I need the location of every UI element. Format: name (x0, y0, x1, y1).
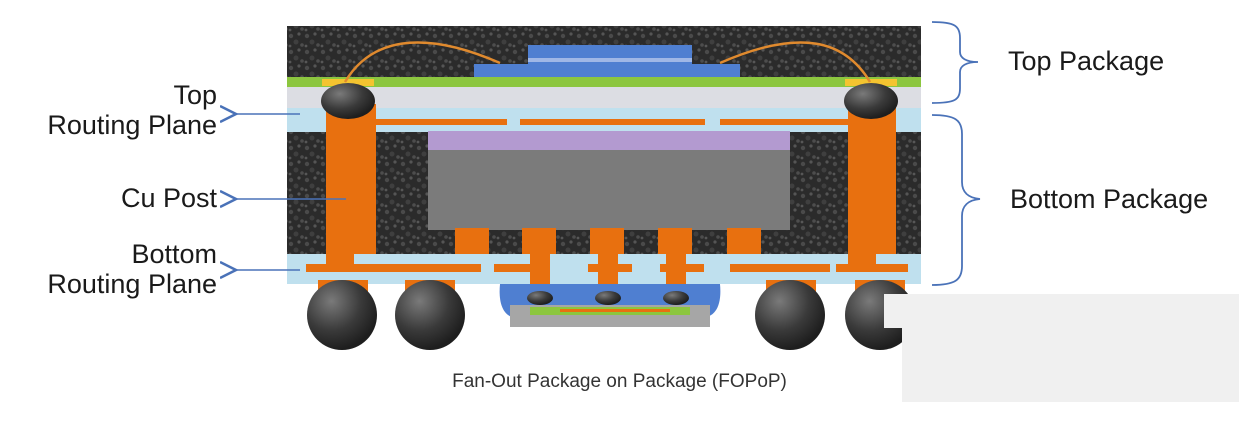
bottom-trace-1 (306, 264, 481, 272)
bond-wire-right (719, 41, 872, 83)
label-top-routing-plane: Top Routing Plane (47, 80, 217, 140)
top-package-substrate (287, 77, 921, 87)
cu-post-right (848, 104, 896, 256)
die-pillar-1 (455, 228, 489, 256)
background-panel-bottom (902, 328, 1239, 402)
bottom-trace-2 (494, 264, 534, 272)
top-package-pad-left (322, 79, 374, 86)
die-pillar-4 (658, 228, 692, 256)
micro-bump-2 (595, 291, 621, 305)
bottom-trace-5 (730, 264, 830, 272)
top-routing-trace-1 (367, 119, 507, 125)
bottom-via-1 (326, 254, 354, 266)
interface-layer (287, 87, 921, 109)
top-die-lower (474, 64, 740, 79)
top-package-pad-right (845, 79, 897, 86)
label-bottom-routing-plane: Bottom Routing Plane (47, 239, 217, 299)
label-cu-post: Cu Post (120, 183, 217, 213)
die-pillar-5 (727, 228, 761, 256)
bottom-die-gray (428, 150, 790, 230)
pop-solder-ball-left (321, 83, 375, 119)
top-die-upper (528, 45, 692, 67)
label-top-package: Top Package (1008, 46, 1165, 76)
brace-bottom-package (931, 114, 981, 286)
bottom-via-2 (848, 254, 876, 266)
label-top-routing-line2: Routing Plane (47, 110, 217, 140)
pop-solder-ball-right (844, 83, 898, 119)
top-die-stripe (528, 58, 692, 62)
top-routing-trace-3 (720, 119, 850, 125)
die-pillar-2 (522, 228, 556, 256)
brace-top-package (931, 21, 979, 104)
background-panel-top (884, 294, 1239, 328)
bond-wire-left (343, 41, 501, 83)
micro-bump-3 (663, 291, 689, 305)
solder-ball-1 (307, 280, 377, 350)
label-bottom-package: Bottom Package (1010, 184, 1209, 214)
top-routing-trace-2 (520, 119, 705, 125)
solder-ball-3 (755, 280, 825, 350)
die-pillar-3 (590, 228, 624, 256)
label-top-routing-line1: Top (173, 80, 217, 110)
micro-bump-1 (527, 291, 553, 305)
diagram-caption: Fan-Out Package on Package (FOPoP) (452, 371, 787, 392)
label-bottom-routing-line2: Routing Plane (47, 269, 217, 299)
bottom-trace-6 (836, 264, 908, 272)
solder-ball-2 (395, 280, 465, 350)
cu-post-left (326, 104, 376, 256)
bottom-die-lavender (428, 131, 790, 151)
label-bottom-routing-line1: Bottom (131, 239, 217, 269)
ipd-orange-trace (560, 309, 670, 312)
